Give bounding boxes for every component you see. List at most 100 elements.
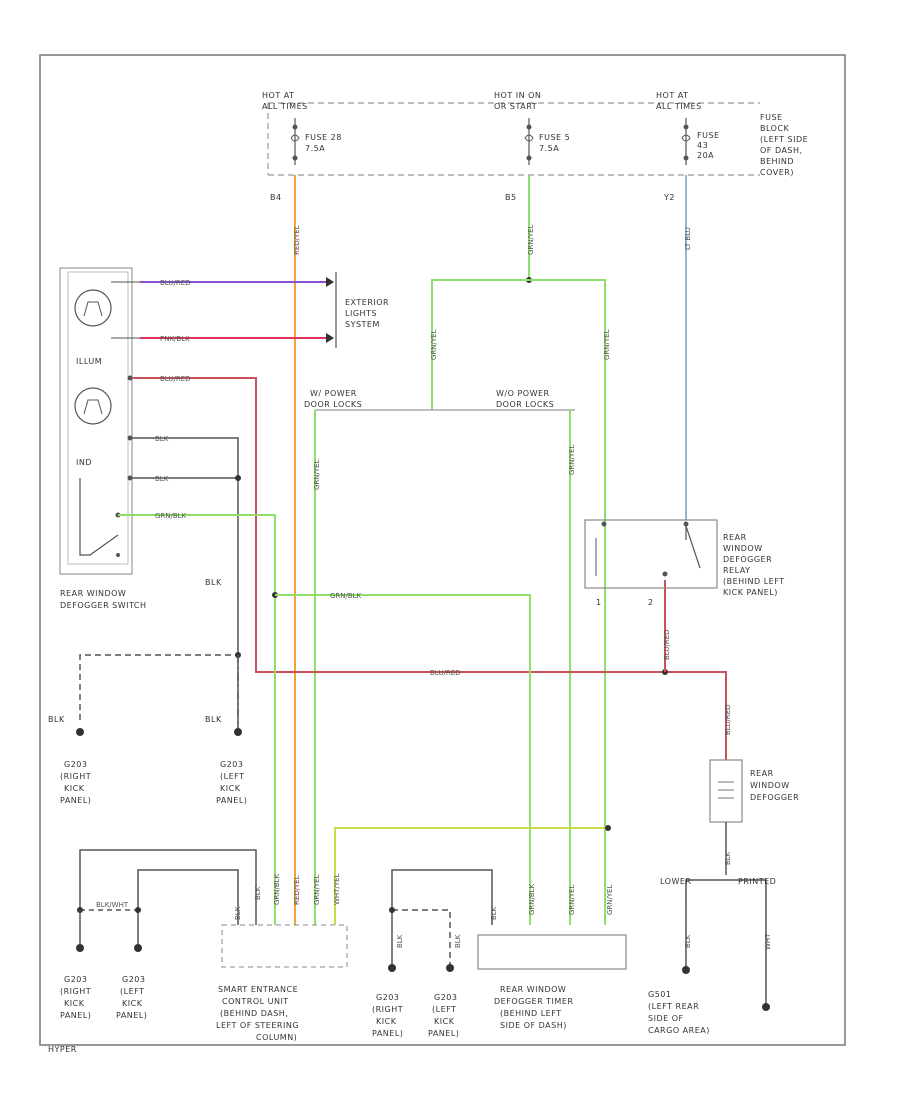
ground-g203-left-b-icon [134, 944, 142, 952]
defogger-label-2: WINDOW [750, 781, 790, 790]
label-blk-g501: BLK [684, 934, 692, 948]
label-blk-1: BLK [155, 435, 169, 443]
fuse-block-label-6: COVER) [760, 168, 794, 177]
ground-g203-left-c-icon [446, 964, 454, 972]
g203-ra-1: G203 [64, 760, 87, 769]
label-grn-yel-power-left: GRN/YEL [313, 459, 321, 490]
ind-label: IND [76, 458, 92, 467]
g203-lc-1: G203 [434, 993, 457, 1002]
g203-ra-2: (RIGHT [60, 772, 91, 781]
fuse-block-label-1: FUSE [760, 113, 783, 122]
g203-la-4: PANEL) [216, 796, 247, 805]
ground-g501-icon [682, 966, 690, 974]
label-lt-blu: LT BLU [684, 227, 692, 250]
wire-blk-switch-top [132, 437, 239, 730]
defogger-grid-icon [718, 781, 734, 799]
wire-grn-yel-split [431, 279, 606, 925]
wire-lower-printed [685, 879, 767, 1005]
g203-rc-4: PANEL) [372, 1029, 403, 1038]
fuse-mid-rating: 7.5A [539, 144, 559, 153]
g203-rb-3: KICK [64, 999, 85, 1008]
relay-label-4: RELAY [723, 566, 751, 575]
label-blk-smart-2: BLK [254, 886, 262, 900]
relay-contact-icon [685, 525, 701, 569]
junction-grn-yel-bottom [605, 825, 611, 831]
power-locks-left-1: W/ POWER [310, 389, 357, 398]
label-grn-yel-power-right: GRN/YEL [568, 444, 576, 475]
g203-rb-2: (RIGHT [60, 987, 91, 996]
label-wht-yel-smart: WHT/YEL [333, 873, 341, 905]
g203-lb-4: PANEL) [116, 1011, 147, 1020]
power-locks-right-2: DOOR LOCKS [496, 400, 554, 409]
switch-label-2: DEFOGGER SWITCH [60, 601, 147, 610]
fuse-right-rating: 20A [697, 151, 714, 160]
relay-pin1: 1 [596, 598, 602, 607]
printed-terminal-icon [762, 1003, 770, 1011]
g203-lc-3: KICK [434, 1017, 455, 1026]
g501-label-2: (LEFT REAR [648, 1002, 699, 1011]
exterior-lights-2: LIGHTS [345, 309, 377, 318]
g203-lb-1: G203 [122, 975, 145, 984]
label-blk-2: BLK [155, 475, 169, 483]
fuse-right-icon [681, 118, 691, 165]
fuse-right-name: FUSE [697, 131, 720, 140]
fuse-block: HOT AT ALL TIMES HOT IN ON OR START HOT … [262, 91, 808, 202]
fuse-block-label-4: OF DASH, [760, 146, 803, 155]
smart-label-2: CONTROL UNIT [222, 997, 289, 1006]
ground-g203-right-c-icon [388, 964, 396, 972]
connector-blu-red [326, 277, 334, 287]
label-blk-red-defogger: BLU/RED [724, 704, 732, 735]
label-blk-vertical: BLK [205, 578, 222, 587]
g203-la-2: (LEFT [220, 772, 244, 781]
fuse-left-name: FUSE 28 [305, 133, 342, 142]
smart-label-3: (BEHIND DASH, [220, 1009, 288, 1018]
g203-rc-3: KICK [376, 1017, 397, 1026]
relay-label-3: DEFOGGER [723, 555, 772, 564]
fuse-mid-icon [524, 118, 534, 165]
footer-label: HYPER [48, 1045, 77, 1054]
defogger-element: BLK REAR WINDOW DEFOGGER [709, 759, 799, 875]
label-grn-yel-right: GRN/YEL [603, 329, 611, 360]
ground-g203-left-a-icon [234, 728, 242, 736]
relay-label-1: REAR [723, 533, 747, 542]
label-grn-yel-top: GRN/YEL [527, 224, 535, 255]
illum-bulb-bottom-icon [74, 387, 112, 425]
hot-left-line1: HOT AT [262, 91, 294, 100]
diagram-frame [39, 54, 846, 1046]
label-blk-red-relay: BLU/RED [663, 629, 671, 660]
label-blk-smart-1: BLK [234, 906, 242, 920]
label-grn-blk-timer: GRN/BLK [528, 883, 536, 915]
wire-grn-yel-bottom [334, 827, 608, 925]
exterior-lights-1: EXTERIOR [345, 298, 389, 307]
connector-pnk-blk [326, 333, 334, 343]
wire-grn-blk-timer [275, 594, 531, 925]
wire-grn-blk [118, 514, 276, 925]
exterior-lights-3: SYSTEM [345, 320, 380, 329]
defogger-switch: ILLUM IND REAR WINDOW DEFOGGER SWITCH [59, 267, 147, 610]
g203-rc-1: G203 [376, 993, 399, 1002]
label-grn-yel-timer: GRN/YEL [568, 884, 576, 915]
g203-rb-1: G203 [64, 975, 87, 984]
label-blk-defogger: BLK [724, 851, 732, 865]
relay-pin2: 2 [648, 598, 654, 607]
g203-lc-2: (LEFT [432, 1005, 456, 1014]
smart-label-1: SMART ENTRANCE [218, 985, 298, 994]
g203-rc-2: (RIGHT [372, 1005, 403, 1014]
timer-label-3: (BEHIND LEFT [500, 1009, 562, 1018]
label-blk-g203-ra: BLK [48, 715, 65, 724]
illum-bulb-top-icon [74, 289, 112, 327]
label-grn-yel-left: GRN/YEL [430, 329, 438, 360]
label-blk-timer-3: BLK [490, 906, 498, 920]
illum-label: ILLUM [76, 357, 102, 366]
printed-label: PRINTED [738, 877, 776, 886]
timer-label-1: REAR WINDOW [500, 985, 566, 994]
smart-label-4: LEFT OF STEERING [216, 1021, 299, 1030]
label-blk-red-mid: BLU/RED [430, 669, 461, 677]
g203-lb-3: KICK [122, 999, 143, 1008]
smart-label-5: COLUMN) [256, 1033, 297, 1042]
label-red-yel-smart: RED/YEL [293, 875, 301, 905]
label-blk-timer-2: BLK [454, 934, 462, 948]
junction-blk-switch [235, 475, 241, 481]
power-locks-right-1: W/O POWER [496, 389, 550, 398]
